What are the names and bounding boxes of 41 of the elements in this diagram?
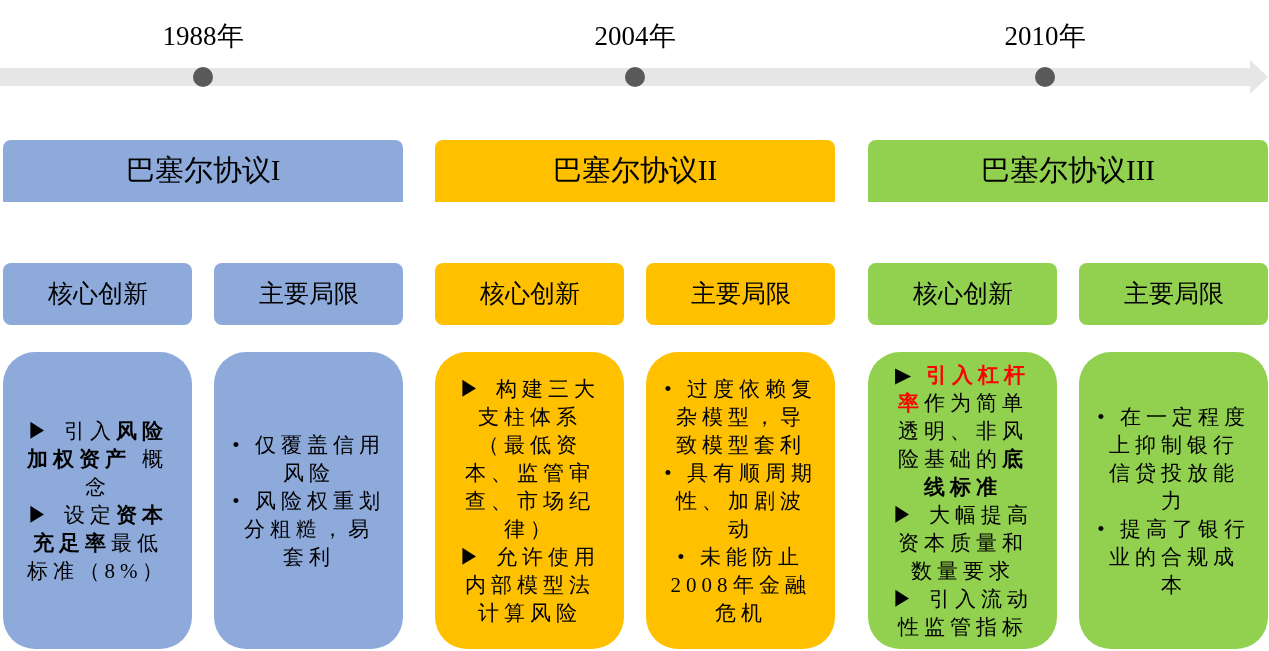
- category-box: [646, 263, 835, 325]
- content-text: ▶ 引入流动性监管指标: [891, 585, 1034, 641]
- era-title: 巴塞尔协议III: [981, 153, 1155, 189]
- category-title: 核心创新: [479, 279, 580, 310]
- year-label: 2004年: [593, 20, 677, 53]
- content-text: • 提高了银行业的合规成本: [1097, 515, 1250, 599]
- content-text: ▶ 设定资本充足率最低标准（8%）: [25, 501, 170, 585]
- era-header: [435, 140, 835, 202]
- year-label: 2010年: [1003, 20, 1087, 53]
- content-text: • 过度依赖复杂模型，导致模型套利: [664, 375, 817, 459]
- content-text: ▶ 构建三大支柱体系（最低资本、监管审查、市场纪律）: [458, 375, 601, 543]
- content-text: • 仅覆盖信用风险: [232, 431, 385, 487]
- category-title: 核心创新: [47, 279, 148, 310]
- category-box: [1079, 263, 1268, 325]
- content-card: [868, 352, 1057, 649]
- content-card: [3, 352, 192, 649]
- content-card: [1079, 352, 1268, 649]
- content-text: • 在一定程度上抑制银行信贷投放能力: [1097, 403, 1250, 515]
- category-title: 主要局限: [1123, 279, 1224, 310]
- content-text: • 未能防止2008年金融危机: [669, 543, 812, 627]
- era-title: 巴塞尔协议I: [125, 153, 281, 189]
- era-header: [868, 140, 1268, 202]
- year-label: 1988年: [161, 20, 245, 53]
- content-text: ▶ 允许使用内部模型法计算风险: [458, 543, 601, 627]
- content-text: ▶ 大幅提高资本质量和数量要求: [891, 501, 1034, 585]
- category-title: 主要局限: [258, 279, 359, 310]
- category-box: [214, 263, 403, 325]
- content-card: [214, 352, 403, 649]
- category-title: 核心创新: [912, 279, 1013, 310]
- era-header: [3, 140, 403, 202]
- content-card: [646, 352, 835, 649]
- category-title: 主要局限: [690, 279, 791, 310]
- category-box: [3, 263, 192, 325]
- content-text: • 具有顺周期性、加剧波动: [664, 459, 817, 543]
- era-title: 巴塞尔协议II: [552, 153, 718, 189]
- content-text: ▶ 引入风险加权资产 概念: [26, 417, 169, 501]
- content-text: • 风险权重划分粗糙，易套利: [232, 487, 385, 571]
- content-card: [435, 352, 624, 649]
- category-box: [435, 263, 624, 325]
- category-box: [868, 263, 1057, 325]
- content-text: ▶ 引入杠杆率作为简单透明、非风险基础的底线标准: [893, 361, 1032, 501]
